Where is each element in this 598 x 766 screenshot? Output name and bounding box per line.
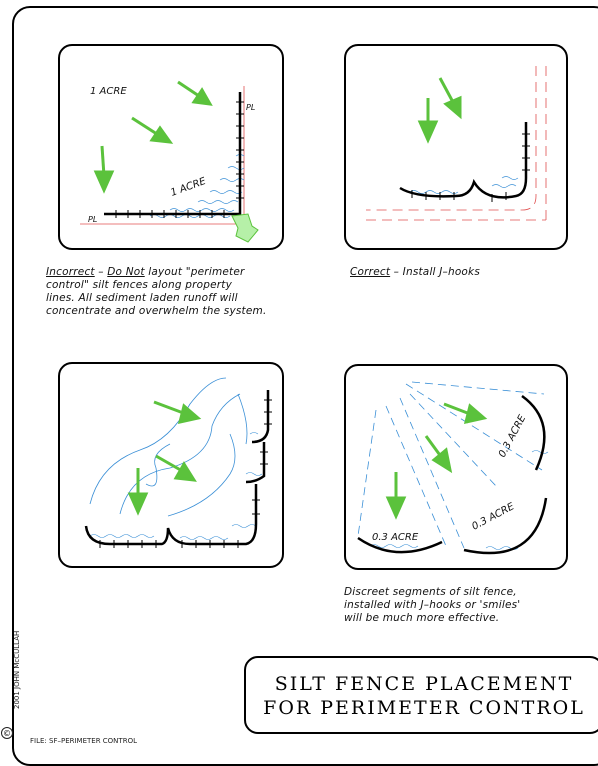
acre-label-mid: 1 ACRE <box>169 176 208 199</box>
sediment-waves <box>409 176 519 194</box>
runoff-arrows <box>417 77 462 144</box>
acre-label-mid: 0.3 ACRE <box>470 501 517 533</box>
runoff-arrows <box>93 80 213 194</box>
panel-discreet: 0.3 ACRE 0.3 ACRE 0.3 ACRE <box>344 364 568 570</box>
perimeter-j-hook-2 <box>245 442 266 484</box>
copyright-text: 2001 JOHN McCULLAH <box>13 630 21 709</box>
title-line-2: FOR PERIMETER CONTROL <box>263 697 585 719</box>
fence-posts <box>99 399 272 548</box>
drainage-areas <box>357 381 545 549</box>
acre-label-top: 1 ACRE <box>90 86 127 97</box>
incorrect-diagram: 1 ACRE 1 ACRE PL PL <box>80 80 259 243</box>
property-line-dashed <box>366 66 547 221</box>
panel-jhooks <box>58 362 284 568</box>
perimeter-j-hook-1 <box>84 484 258 546</box>
acre-label-right: 0.3 ACRE <box>497 413 529 460</box>
runoff-arrows <box>127 400 202 516</box>
pl-label-bottom: PL <box>88 215 97 224</box>
smile-fence-left <box>357 536 443 554</box>
discreet-diagram: 0.3 ACRE 0.3 ACRE 0.3 ACRE <box>357 381 549 555</box>
acre-label-left: 0.3 ACRE <box>372 532 419 543</box>
silt-fence <box>104 92 242 216</box>
contour-lines <box>89 377 248 517</box>
correct-diagram <box>366 66 547 221</box>
panel-correct <box>344 44 568 250</box>
j-hook-fence <box>399 122 528 199</box>
smile-fence-right <box>521 394 546 471</box>
title-line-1: SILT FENCE PLACEMENT <box>274 673 574 695</box>
pl-label-top: PL <box>246 103 255 112</box>
jhooks-diagram <box>84 377 272 548</box>
caption-discreet: Discreet segments of silt fence, install… <box>344 586 521 624</box>
caption-incorrect-word: Incorrect <box>46 266 95 278</box>
title-block: SILT FENCE PLACEMENT FOR PERIMETER CONTR… <box>244 656 598 734</box>
fence-posts <box>115 101 244 218</box>
file-name: FILE: SF–PERIMETER CONTROL <box>30 737 137 745</box>
perimeter-j-hook-3 <box>251 390 270 444</box>
caption-do-not: Do Not <box>107 266 145 278</box>
smile-fence-mid <box>463 497 548 555</box>
fence-posts <box>411 133 530 202</box>
overflow-arrow <box>231 213 259 243</box>
panel-incorrect: 1 ACRE 1 ACRE PL PL <box>58 44 284 250</box>
sediment-waves <box>89 432 263 540</box>
caption-correct-word: Correct <box>350 266 391 278</box>
runoff-arrows <box>385 402 488 520</box>
caption-incorrect: Incorrect – Do Not layout "perimeter con… <box>46 266 267 317</box>
caption-correct: Correct – Install J–hooks <box>350 266 481 278</box>
copyright-symbol: © <box>1 727 13 739</box>
